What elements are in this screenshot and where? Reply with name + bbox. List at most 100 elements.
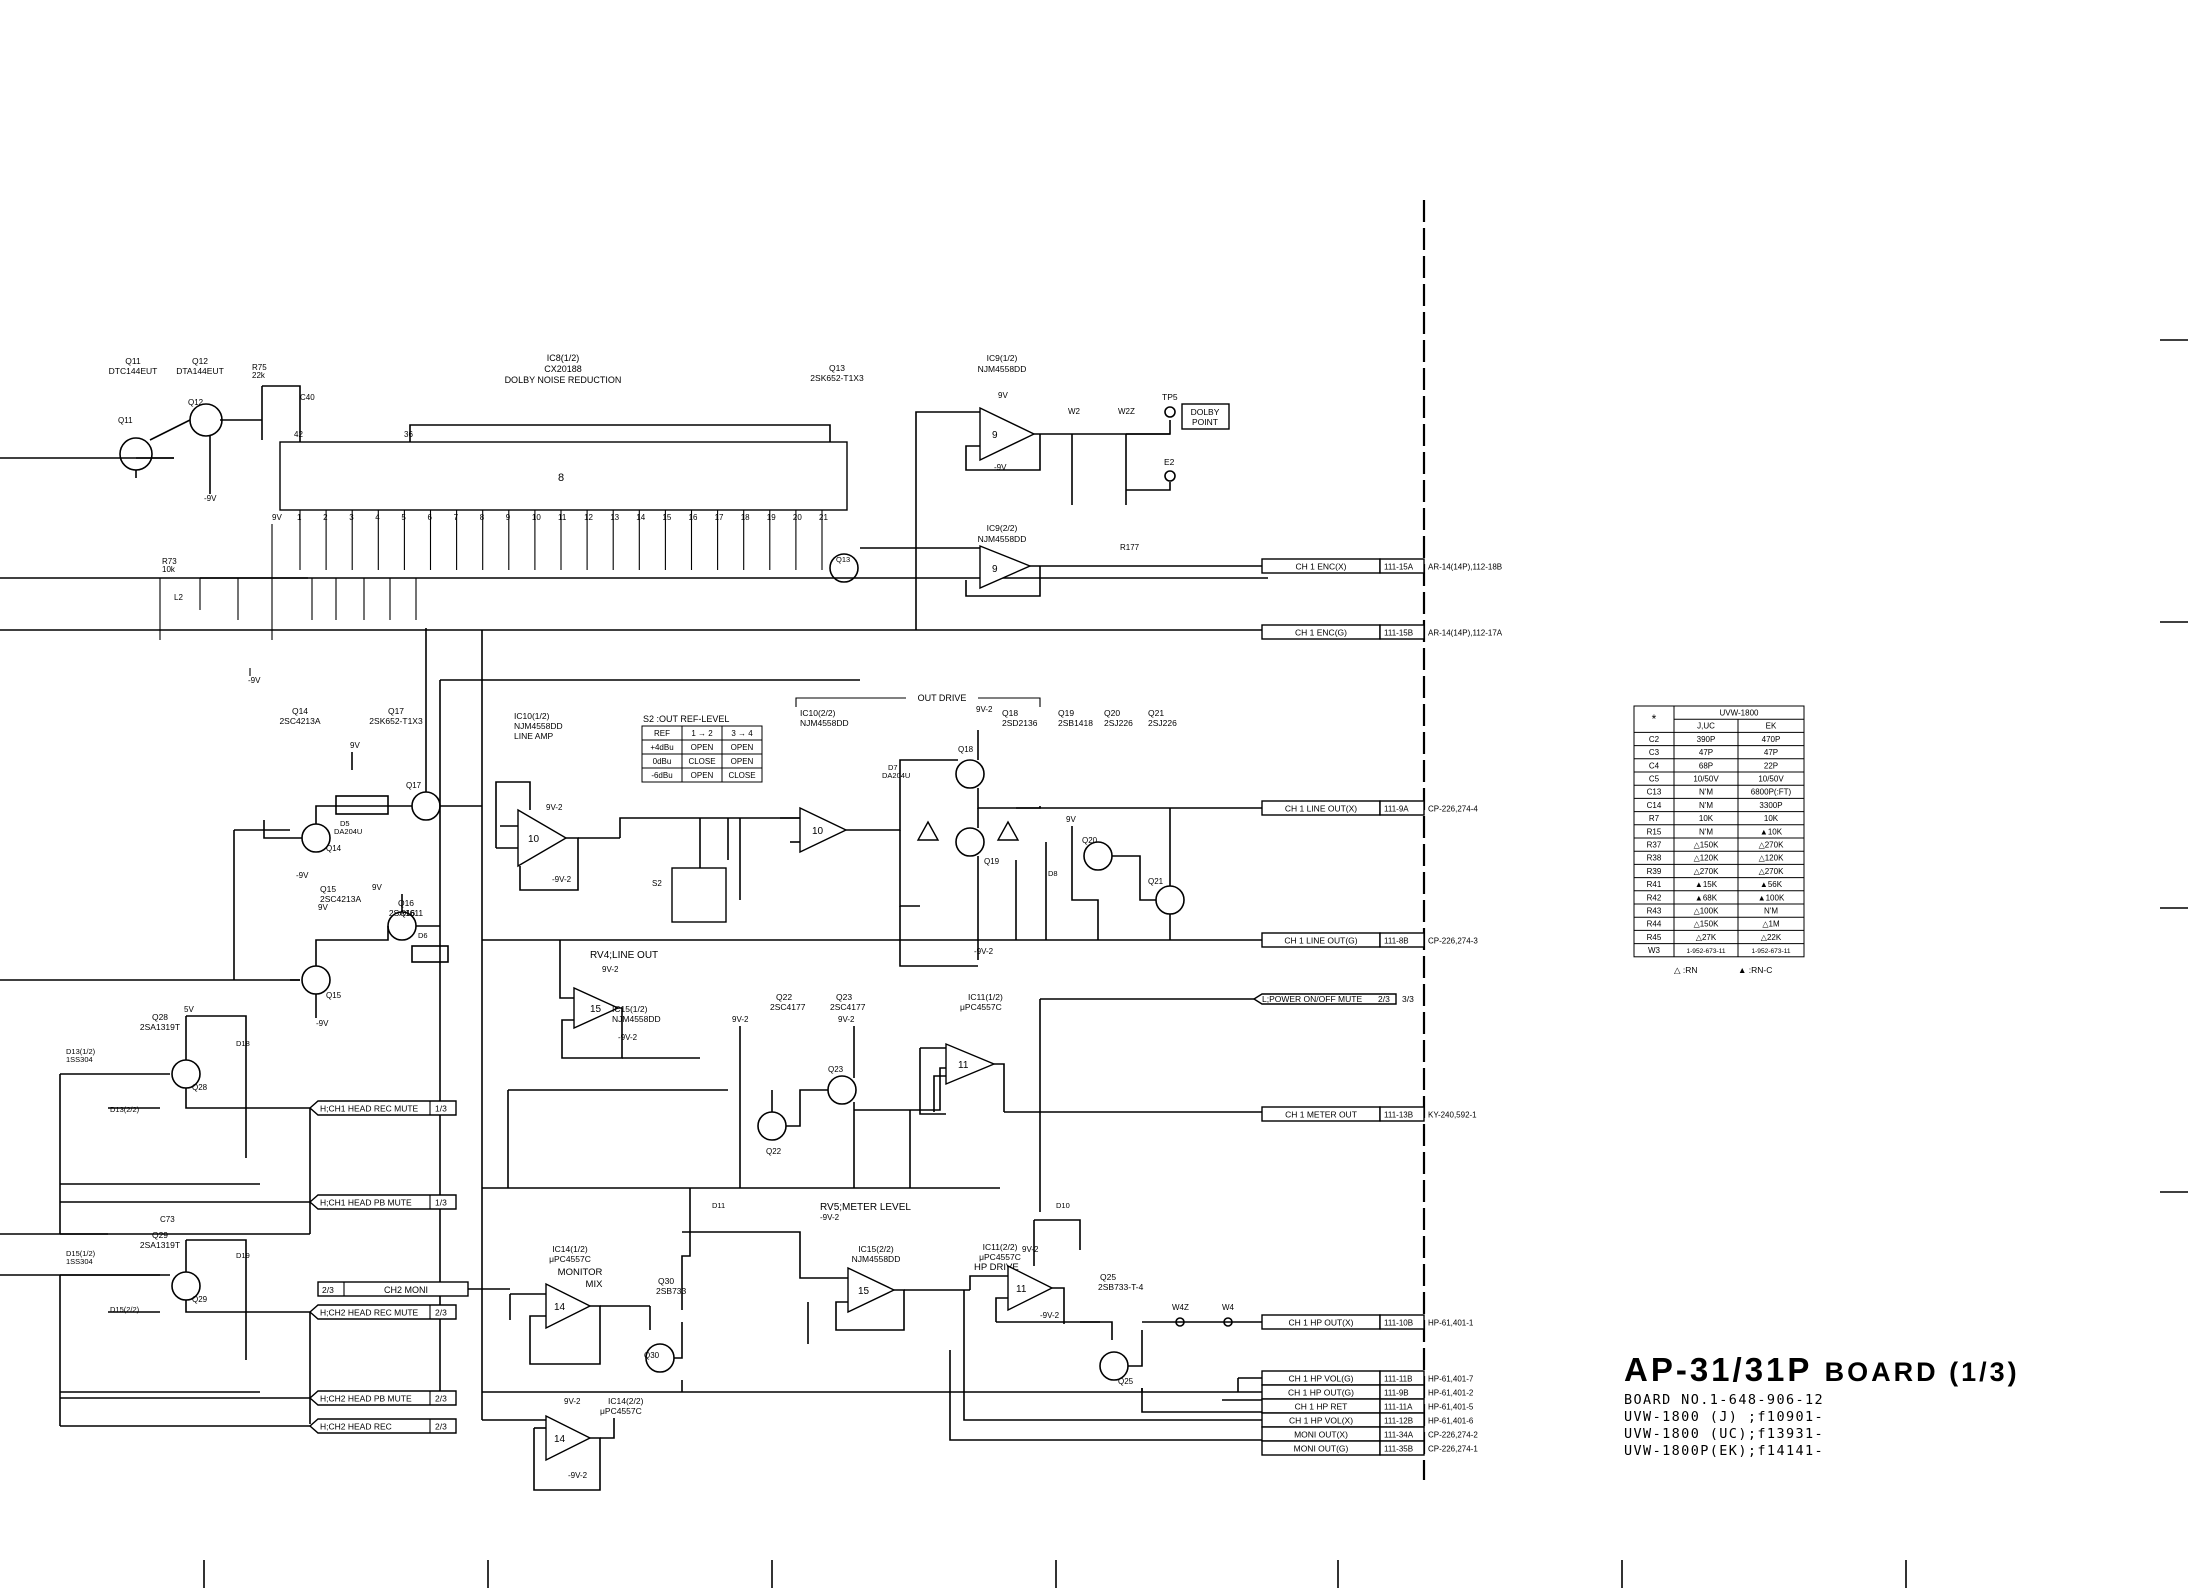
d13-1-label: D13(1/2)	[66, 1047, 96, 1056]
connector-pin: 111-13B	[1384, 1111, 1413, 1120]
q12-ref: Q12	[192, 356, 208, 366]
ch2-head-rec-mute-tag[interactable]: H;CH2 HEAD REC MUTE 2/3	[308, 1304, 457, 1320]
q23-part: 2SC4177	[830, 1002, 866, 1012]
s2-cell: 3 → 4	[731, 729, 753, 738]
s2-switch[interactable]	[671, 867, 727, 923]
q14-ref: Q14	[292, 706, 308, 716]
d18-label: D18	[236, 1039, 250, 1048]
tag-label: H;CH1 HEAD PB MUTE	[320, 1198, 412, 1208]
d7-label: D7	[888, 763, 898, 772]
q22-rail: 9V-2	[732, 1015, 749, 1024]
q17-part: 2SK652-T1X3	[369, 716, 423, 726]
ic8-pin-17: 17	[715, 513, 724, 522]
q25-part: 2SB733-T-4	[1098, 1282, 1144, 1292]
variant-juc: 1-952-673-11	[1686, 948, 1725, 955]
m9v-q12: -9V	[204, 494, 217, 503]
variant-ek: △22K	[1761, 933, 1782, 942]
variant-juc: △120K	[1694, 854, 1720, 863]
d15-part: 1SS304	[66, 1257, 93, 1266]
d11-label: D11	[712, 1201, 725, 1210]
ic15-2-ref: IC15(2/2)	[858, 1244, 894, 1254]
r75-label: R75	[252, 363, 267, 372]
connector-label: CH 1 HP OUT(G)	[1288, 1388, 1354, 1398]
ic15-1-opamp	[573, 986, 620, 1030]
d13-part: 1SS304	[66, 1055, 93, 1064]
ic9-2-part: NJM4558DD	[978, 534, 1027, 544]
s2-cell: +4dBu	[650, 743, 673, 752]
connector-dest: HP-61,401-1	[1428, 1319, 1474, 1328]
ch2-moni-tag[interactable]: 2/3 CH2 MONI	[317, 1281, 469, 1297]
rail-m9v-ic8: -9V	[248, 676, 261, 685]
s2-cell: CLOSE	[728, 771, 755, 780]
ic11-1-opamp	[945, 1042, 996, 1086]
variant-col-ek: EK	[1766, 722, 1777, 731]
rv4-label[interactable]: RV4;LINE OUT	[590, 950, 658, 961]
q15-label: Q15	[326, 991, 342, 1000]
ic15-1-mv: -9V-2	[618, 1033, 638, 1042]
variant-ref: R45	[1647, 933, 1662, 942]
connector-dest: HP-61,401-2	[1428, 1389, 1474, 1398]
q12-part: DTA144EUT	[176, 366, 224, 376]
tag-sheet: 2/3	[435, 1308, 447, 1318]
q15-transistor	[301, 965, 331, 995]
tag-label: H;CH2 HEAD REC	[320, 1422, 392, 1432]
ic9-m9v: -9V	[994, 463, 1007, 472]
rv5-label[interactable]: RV5;METER LEVEL	[820, 1202, 911, 1213]
warning-triangle-1	[916, 820, 940, 841]
e2-point[interactable]	[1164, 470, 1176, 482]
q14-part: 2SC4213A	[279, 716, 320, 726]
variant-ref: R15	[1647, 827, 1662, 836]
variant-ek: △120K	[1759, 854, 1785, 863]
ic8-pin-2: 2	[323, 513, 328, 522]
q14-m9v: -9V	[296, 871, 309, 880]
q12-transistor	[189, 403, 223, 437]
connector-pin: 111-15B	[1384, 629, 1413, 638]
ic11-1-part: μPC4557C	[960, 1002, 1002, 1012]
q21-label: Q21	[1148, 877, 1164, 886]
q23-rail: 9V-2	[838, 1015, 855, 1024]
q21-part: 2SJ226	[1148, 718, 1177, 728]
q19-transistor	[955, 827, 985, 857]
ic8-pin-15: 15	[662, 513, 671, 522]
q13-ref: Q13	[829, 363, 845, 373]
connector-dest: CP-226,274-3	[1428, 937, 1478, 946]
title-block: AP-31/31P BOARD (1/3) BOARD NO.1-648-906…	[1624, 1350, 2044, 1460]
q29-label: Q29	[192, 1295, 208, 1304]
q23-ref: Q23	[836, 992, 852, 1002]
connector-dest: AR-14(14P),112-17A	[1428, 629, 1503, 638]
tag-label: H;CH1 HEAD REC MUTE	[320, 1104, 419, 1114]
q11-part: DTC144EUT	[109, 366, 158, 376]
variant-juc: 390P	[1697, 735, 1716, 744]
connector-label: CH 1 ENC(X)	[1295, 562, 1346, 572]
variant-ek: ▲10K	[1760, 827, 1783, 836]
variant-model: UVW-1800	[1720, 709, 1760, 718]
power-mute-tag[interactable]: L;POWER ON/OFF MUTE 2/3	[1252, 993, 1397, 1005]
tp5-point[interactable]	[1164, 406, 1176, 418]
q23-label: Q23	[828, 1065, 844, 1074]
ic10-1-opamp	[517, 808, 568, 868]
board-title: AP-31/31P BOARD (1/3)	[1624, 1351, 2020, 1388]
tag-label: H;CH2 HEAD REC MUTE	[320, 1308, 419, 1318]
connector-pin: 111-10B	[1384, 1319, 1413, 1328]
variant-ref: C2	[1649, 735, 1660, 744]
ic14-1-num: 14	[554, 1302, 566, 1313]
variant-juc: N'M	[1699, 788, 1713, 797]
q16-9v: 9V	[372, 883, 382, 892]
